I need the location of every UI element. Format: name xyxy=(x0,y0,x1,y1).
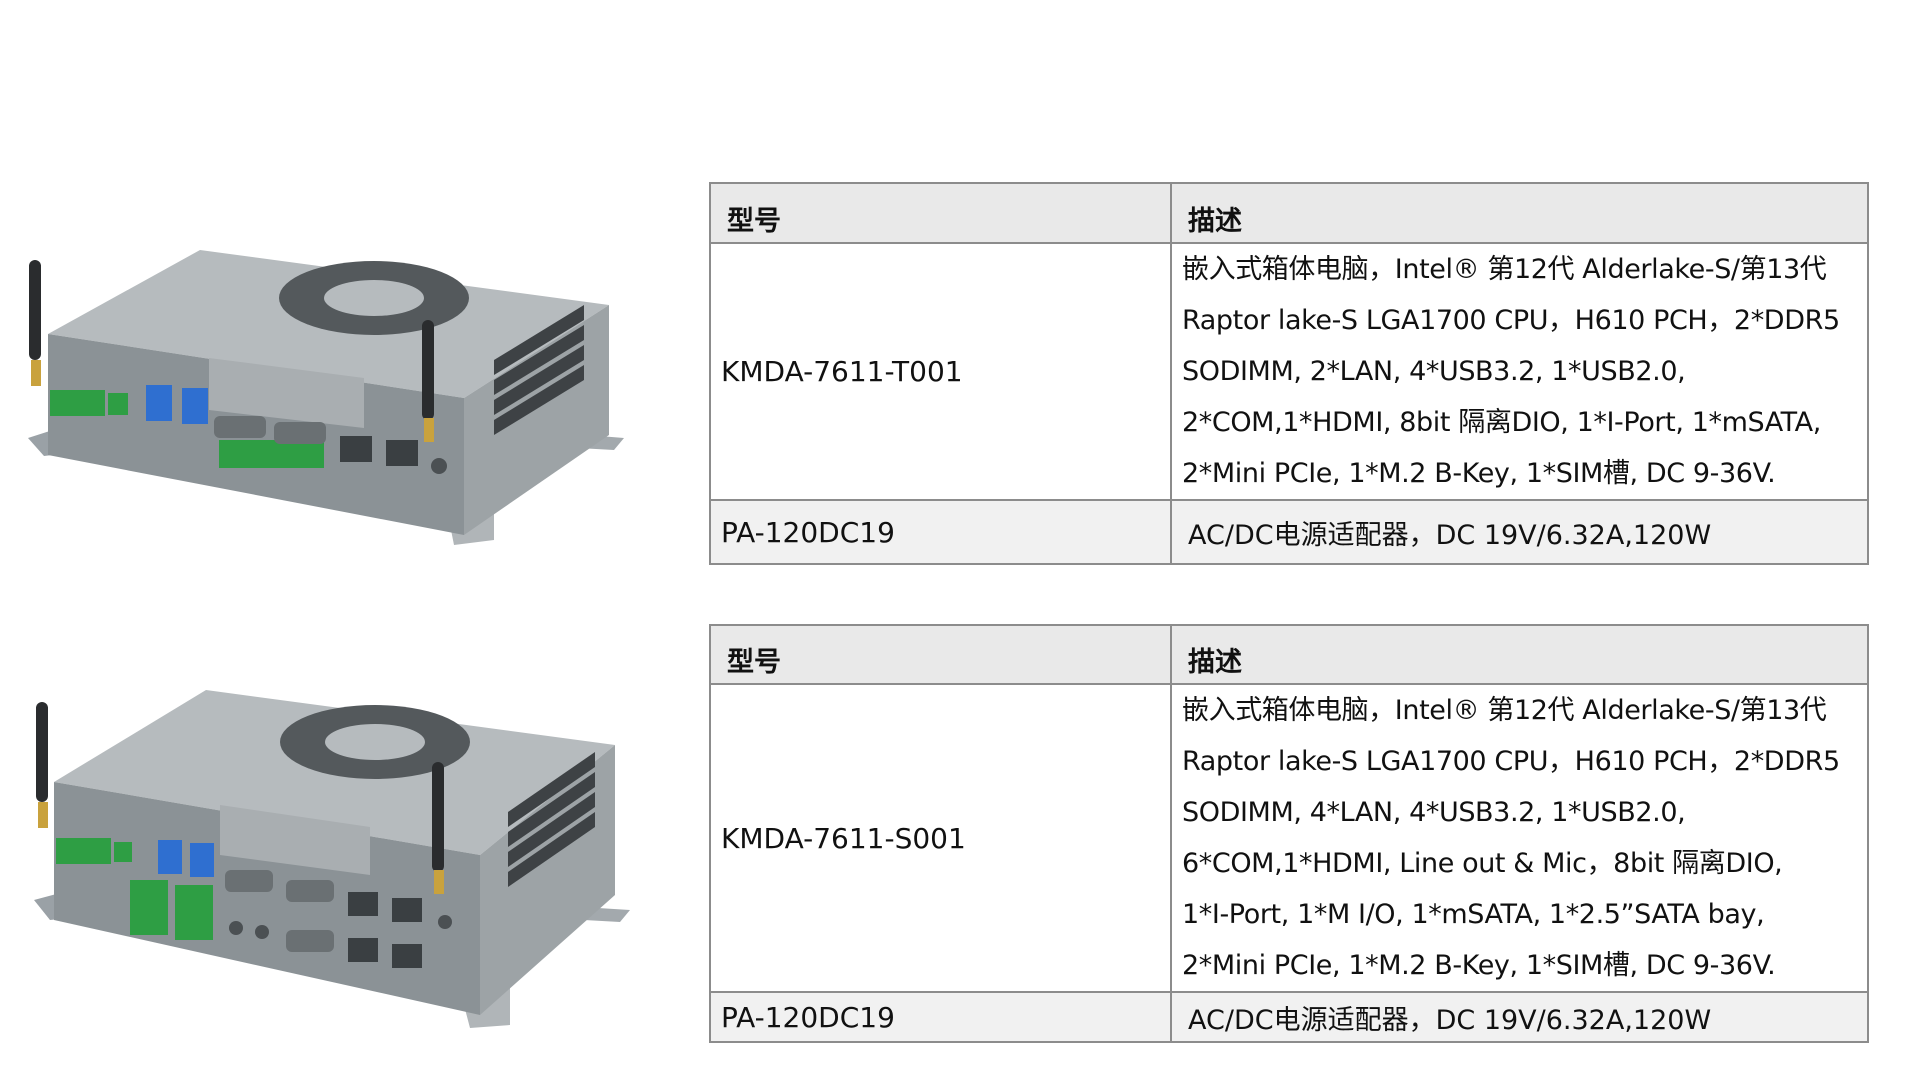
description-line: 嵌入式箱体电脑，Intel® 第12代 Alderlake-S/第13代 xyxy=(1182,254,1827,285)
description-line: AC/DC电源适配器，DC 19V/6.32A,120W xyxy=(1188,519,1712,551)
table-row: PA-120DC19 AC/DC电源适配器，DC 19V/6.32A,120W xyxy=(709,991,1869,1043)
description-line: 嵌入式箱体电脑，Intel® 第12代 Alderlake-S/第13代 xyxy=(1182,695,1827,726)
table-header-row: 型号 描述 xyxy=(709,182,1869,244)
column-header-description: 描述 xyxy=(1170,624,1869,685)
description-line: 1*I-Port, 1*M I/O, 1*mSATA, 1*2.5”SATA b… xyxy=(1182,899,1765,930)
embedded-pc-illustration xyxy=(34,690,630,1028)
description-line: Raptor lake-S LGA1700 CPU，H610 PCH，2*DDR… xyxy=(1182,305,1840,336)
description-line: 2*COM,1*HDMI, 8bit 隔离DIO, 1*I-Port, 1*mS… xyxy=(1182,407,1821,438)
model-cell: PA-120DC19 xyxy=(709,499,1172,565)
description-cell: 嵌入式箱体电脑，Intel® 第12代 Alderlake-S/第13代 Rap… xyxy=(1170,242,1869,501)
column-header-description: 描述 xyxy=(1170,182,1869,244)
description-line: SODIMM, 4*LAN, 4*USB3.2, 1*USB2.0, xyxy=(1182,797,1686,828)
column-header-model: 型号 xyxy=(709,624,1172,685)
column-header-model: 型号 xyxy=(709,182,1172,244)
model-cell: KMDA-7611-S001 xyxy=(709,683,1172,993)
spec-table-t001: 型号 描述 KMDA-7611-T001 嵌入式箱体电脑，Intel® 第12代… xyxy=(709,182,1869,565)
description-line: AC/DC电源适配器，DC 19V/6.32A,120W xyxy=(1188,1004,1712,1036)
description-line: Raptor lake-S LGA1700 CPU，H610 PCH，2*DDR… xyxy=(1182,746,1840,777)
description-cell: 嵌入式箱体电脑，Intel® 第12代 Alderlake-S/第13代 Rap… xyxy=(1170,683,1869,993)
spec-table-s001: 型号 描述 KMDA-7611-S001 嵌入式箱体电脑，Intel® 第12代… xyxy=(709,624,1869,1043)
description-line: SODIMM, 2*LAN, 4*USB3.2, 1*USB2.0, xyxy=(1182,356,1686,387)
table-header-row: 型号 描述 xyxy=(709,624,1869,685)
model-cell: KMDA-7611-T001 xyxy=(709,242,1172,501)
description-line: 2*Mini PCIe, 1*M.2 B-Key, 1*SIM槽, DC 9-3… xyxy=(1182,458,1776,489)
table-row: KMDA-7611-S001 嵌入式箱体电脑，Intel® 第12代 Alder… xyxy=(709,683,1869,993)
table-row: PA-120DC19 AC/DC电源适配器，DC 19V/6.32A,120W xyxy=(709,499,1869,565)
product-image-kmda-7611-s001 xyxy=(30,690,630,1030)
description-cell: AC/DC电源适配器，DC 19V/6.32A,120W xyxy=(1170,499,1869,565)
description-line: 2*Mini PCIe, 1*M.2 B-Key, 1*SIM槽, DC 9-3… xyxy=(1182,950,1776,981)
embedded-pc-illustration xyxy=(28,250,624,545)
description-cell: AC/DC电源适配器，DC 19V/6.32A,120W xyxy=(1170,991,1869,1043)
description-line: 6*COM,1*HDMI, Line out & Mic，8bit 隔离DIO, xyxy=(1182,848,1783,879)
product-image-kmda-7611-t001 xyxy=(24,250,624,550)
model-cell: PA-120DC19 xyxy=(709,991,1172,1043)
table-row: KMDA-7611-T001 嵌入式箱体电脑，Intel® 第12代 Alder… xyxy=(709,242,1869,501)
